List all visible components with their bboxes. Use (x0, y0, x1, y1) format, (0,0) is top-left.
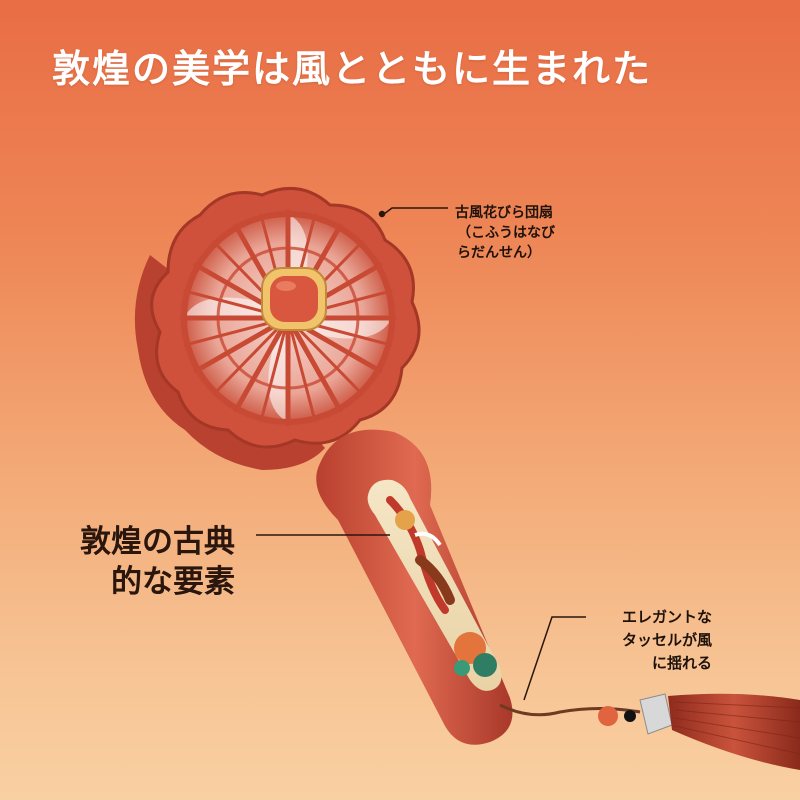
callout-petal-fan-line-1: 古風花びら団扇 (455, 205, 553, 221)
callout-tassel: エレガントな タッセルが風 に揺れる (622, 606, 712, 675)
dunhuang-artwork (386, 496, 497, 677)
callout-petal-fan: 古風花びら団扇 （こふうはなび らだんせん） (455, 203, 555, 263)
callout-tassel-line-1: エレガントな (621, 608, 712, 626)
callout-petal-fan-line-2: （こふうはなび (457, 225, 555, 241)
headline: 敦煌の美学は風とともに生まれた (52, 47, 653, 91)
fan-cage-back (134, 255, 325, 470)
callout-dunhuang-line-2: 的な要素 (111, 564, 235, 600)
callout-tassel-line-2: タッセルが風 (621, 631, 712, 649)
fan-handle (316, 429, 513, 745)
tassel (499, 693, 800, 770)
fan-head (150, 187, 421, 449)
callout-dunhuang-line-1: 敦煌の古典 (80, 524, 235, 560)
callout-dunhuang-elements: 敦煌の古典 的な要素 (80, 522, 235, 602)
callout-tassel-line-3: に揺れる (651, 654, 712, 672)
callout-petal-fan-line-3: らだんせん） (457, 245, 541, 261)
callout-leader-lines (256, 207, 586, 701)
